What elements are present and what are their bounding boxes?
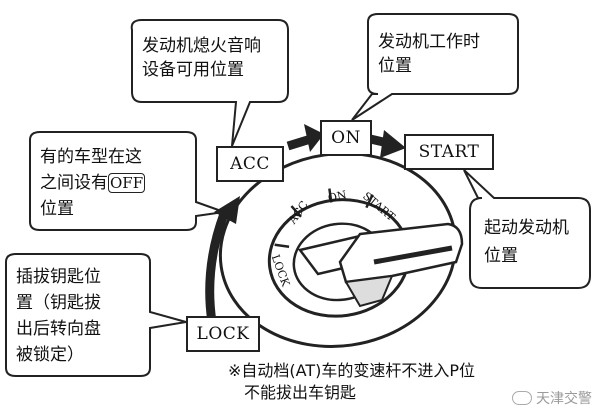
- curved-arrow-lock-acc: [205, 212, 229, 323]
- callout-lock-text: 插拔钥匙位 置（钥匙拔 出后转向盘 被锁定）: [16, 264, 101, 368]
- watermark: 天津交警: [512, 388, 592, 408]
- callout-lock-line-1: 插拔钥匙位: [16, 267, 101, 287]
- callout-on-text: 发动机工作时 位置: [378, 30, 480, 78]
- callout-acc-line-2: 设备可用位置: [142, 60, 244, 80]
- watermark-text: 天津交警: [536, 391, 592, 407]
- wechat-icon: [512, 391, 532, 405]
- callout-start-line-1: 起动发动机: [484, 218, 569, 238]
- callout-start-line-2: 位置: [484, 246, 518, 266]
- callout-on-line-1: 发动机工作时: [378, 32, 480, 52]
- callout-lock-line-2: 置（钥匙拔: [16, 293, 101, 313]
- tick-on: [328, 188, 333, 203]
- footnote-line-1: ※自动档(AT)车的变速杆不进入P位: [228, 361, 476, 380]
- position-lock-box: LOCK: [186, 316, 260, 352]
- position-acc-box: ACC: [216, 146, 284, 182]
- footnote-line-2: 不能拔出车钥匙: [244, 383, 357, 402]
- callout-on-line-2: 位置: [378, 56, 412, 76]
- callout-off-line-3: 位置: [40, 199, 74, 219]
- key-grip-lower: [344, 274, 394, 308]
- callout-bubble-on: [351, 13, 519, 121]
- tick-acc: [290, 205, 302, 218]
- key-icon: [297, 222, 464, 308]
- position-start-box: START: [404, 134, 494, 170]
- callout-bubble-lock: [5, 253, 187, 377]
- callout-lock-line-3: 出后转向盘: [16, 319, 101, 339]
- callout-off-line-2-prefix: 之间设有: [40, 173, 108, 193]
- tick-lock: [274, 243, 290, 249]
- callout-acc-line-1: 发动机熄火音响: [142, 36, 261, 56]
- key-stripe: [373, 245, 453, 265]
- off-boxed-label: OFF: [108, 173, 146, 193]
- callout-start-text: 起动发动机 位置: [484, 214, 569, 270]
- arrowhead-on-start: [380, 130, 406, 158]
- position-on-box: ON: [320, 120, 372, 156]
- callout-off-line-1: 有的车型在这: [40, 147, 142, 167]
- tick-start: [365, 194, 374, 209]
- arrowhead-lock-acc: [214, 196, 240, 224]
- callout-lock-line-4: 被锁定）: [16, 345, 84, 365]
- callout-bubble-off: [29, 131, 225, 231]
- callout-bubble-acc: [130, 19, 289, 147]
- callout-bubble-start: [463, 169, 591, 289]
- footnote: ※自动档(AT)车的变速杆不进入P位 不能拔出车钥匙: [228, 360, 475, 404]
- callout-acc-text: 发动机熄火音响 设备可用位置: [142, 34, 261, 82]
- arrowhead-acc-on: [304, 124, 324, 152]
